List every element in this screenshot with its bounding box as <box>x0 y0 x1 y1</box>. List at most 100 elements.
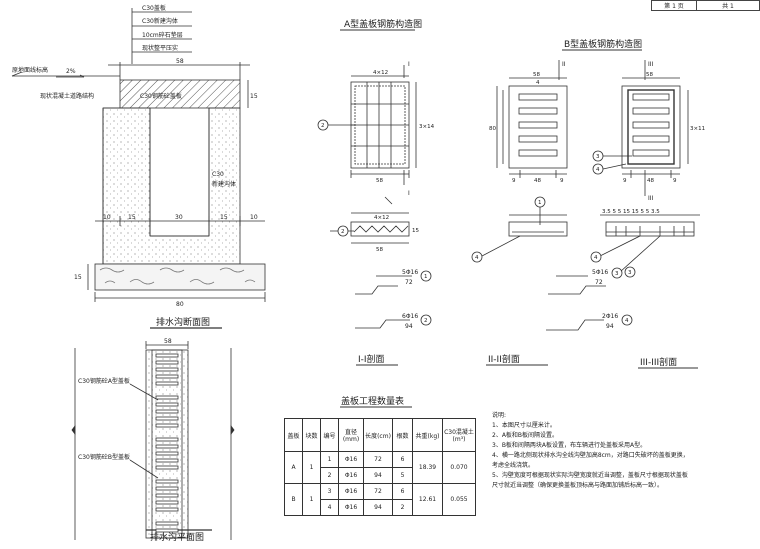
b-plate-labels: B型盖板钢筋构造图 58 4 II 80 9 48 9 58 III 3×11 … <box>475 38 705 368</box>
section-title: 排水沟断面图 <box>156 316 210 328</box>
slope-label: 2% <box>66 68 76 75</box>
b-cut-mark: III <box>648 195 654 202</box>
rebar-spec: 2Φ16 <box>602 313 618 320</box>
table-header-cell: 根数 <box>392 418 413 452</box>
a-cut-mark: I <box>408 61 410 68</box>
slot-opening <box>155 507 179 512</box>
table-row: 4 Φ16 94 2 <box>285 499 476 516</box>
dim-wall: 15 <box>128 214 136 221</box>
b-dim-bottom: 9 <box>673 178 677 184</box>
callout-circle <box>337 225 349 237</box>
note-item: 5、沟壁宽度可根据现状实际沟壁宽度就近当调整，盖板尺寸根据现状盖板 <box>492 472 688 479</box>
table-header-cell: 直径(mm) <box>338 418 364 452</box>
table-header-cell: 盖板 <box>284 418 303 452</box>
note-item: 1、本图尺寸以厘米计。 <box>492 422 556 429</box>
a-cut-mark: I <box>408 190 410 197</box>
slot-opening <box>155 367 179 372</box>
body-label: 新建沟体 <box>212 180 236 188</box>
table-cell: Φ16 <box>338 499 364 516</box>
b-plate-slots <box>518 93 670 157</box>
slot-opening <box>155 493 179 498</box>
b-section3-dims: 3.5 5 5 15 15 5 5 3.5 <box>602 209 660 215</box>
slot-opening <box>155 374 179 379</box>
note-item: 考虑全线浇筑。 <box>492 462 535 469</box>
b-dim-total: 80 <box>489 126 496 132</box>
layer-label: C30盖板 <box>142 4 166 12</box>
note-item: 4、横一路北侧现状排水沟全线沟壁加高8cm，对路口失破坏的盖板更换， <box>492 452 689 459</box>
table-cell: 3 <box>320 483 339 500</box>
b-plate-drawing <box>481 49 700 369</box>
a-dim-side: 3×14 <box>419 124 435 130</box>
section-labels: C30盖板 C30新建沟体 10cm碎石垫层 现状整平压实 原地面线标高 2% … <box>12 4 258 328</box>
a-section-dim: 4×12 <box>374 215 389 221</box>
slot-opening <box>632 135 670 143</box>
note-item: 尺寸就近当调整（确保更换盖板顶标高与路面加铺后标高一致）。 <box>492 482 664 489</box>
drainage-section-drawing <box>11 8 266 329</box>
slot-opening <box>155 395 179 400</box>
table-header-row: 盖板 块数 编号 直径(mm) 长度(cm) 根数 共重(kg) C30混凝土(… <box>284 418 476 452</box>
table-header-cell: 共重(kg) <box>412 418 443 452</box>
dim-inner: 30 <box>175 214 183 221</box>
table-cell: 12.61 <box>412 483 443 516</box>
table-cell: 1 <box>302 451 321 484</box>
plan-slot-group <box>155 353 179 533</box>
callout-number: 4 <box>594 255 598 261</box>
a-plate-labels: A型盖板钢筋构造图 4×12 3×14 58 I I 4×12 58 15 5Φ… <box>321 18 435 365</box>
table-cell: Φ16 <box>338 483 364 500</box>
callout-number: 2 <box>321 123 325 129</box>
table-cell: 72 <box>363 451 393 468</box>
b-dim-top: 58 <box>646 72 653 78</box>
quantity-table: 盖板 块数 编号 直径(mm) 长度(cm) 根数 共重(kg) C30混凝土(… <box>284 418 476 516</box>
table-cell: 6 <box>392 483 413 500</box>
slot-opening <box>155 402 179 407</box>
dim-wall: 15 <box>220 214 228 221</box>
table-cell: Φ16 <box>338 467 364 484</box>
b-dim-bottom: 9 <box>560 178 564 184</box>
dim-total: 80 <box>176 301 184 308</box>
slot-opening <box>518 121 558 129</box>
road-label: 现状混凝土道路结构 <box>40 92 94 100</box>
callout-circle <box>420 270 432 282</box>
plan-label-a: C30钢筋砼A型盖板 <box>78 377 130 385</box>
plan-label-b: C30钢筋砼B型盖板 <box>78 453 130 461</box>
callout-circle <box>317 119 329 131</box>
callout-circle <box>420 314 432 326</box>
notes-block: 说明: 1、本图尺寸以厘米计。 2、A板和B板间隔设置。 3、B板和间隔两块A板… <box>492 411 757 491</box>
a-plate-marks <box>317 119 432 326</box>
table-cell: A <box>284 451 303 484</box>
callout-number: 1 <box>538 200 542 206</box>
table-header-cell: 编号 <box>320 418 339 452</box>
table-cell: 18.39 <box>412 451 443 484</box>
slot-opening <box>155 353 179 358</box>
plan-title: 排水沟平面图 <box>150 531 204 543</box>
b-dim-bottom: 48 <box>647 178 654 184</box>
table-cell: 1 <box>320 451 339 468</box>
callout-number: 1 <box>424 274 428 280</box>
b-dim-bottom: 48 <box>534 178 541 184</box>
callout-number: 3 <box>615 271 619 277</box>
note-item: 2、A板和B板间隔设置。 <box>492 432 559 439</box>
table-cell: 0.070 <box>442 451 476 484</box>
slot-opening <box>155 521 179 526</box>
layer-label: C30新建沟体 <box>142 17 178 25</box>
table-cell: 4 <box>320 499 339 516</box>
body-label: C30 <box>212 171 224 178</box>
table-cell: 1 <box>302 483 321 516</box>
dim-top: 58 <box>176 58 184 65</box>
callout-circle <box>592 163 604 175</box>
dim-cover-height: 15 <box>250 93 258 100</box>
a-section-dim: 58 <box>376 247 383 253</box>
rebar-spec: 6Φ16 <box>402 313 418 320</box>
table-header-cell: 长度(cm) <box>363 418 393 452</box>
b-dim-top: 58 <box>533 72 540 78</box>
plan-labels: 58 C30钢筋砼A型盖板 C30钢筋砼B型盖板 排水沟平面图 <box>78 338 204 543</box>
a-dim-top: 4×12 <box>373 70 388 76</box>
callout-circle <box>471 251 483 263</box>
rebar-len: 94 <box>606 323 614 330</box>
layer-label: 10cm碎石垫层 <box>142 31 183 39</box>
table-cell: 6 <box>392 451 413 468</box>
b-plate-title: B型盖板钢筋构造图 <box>564 38 642 50</box>
b-dim-bottom: 9 <box>512 178 516 184</box>
slot-opening <box>632 93 670 101</box>
slot-opening <box>155 465 179 470</box>
